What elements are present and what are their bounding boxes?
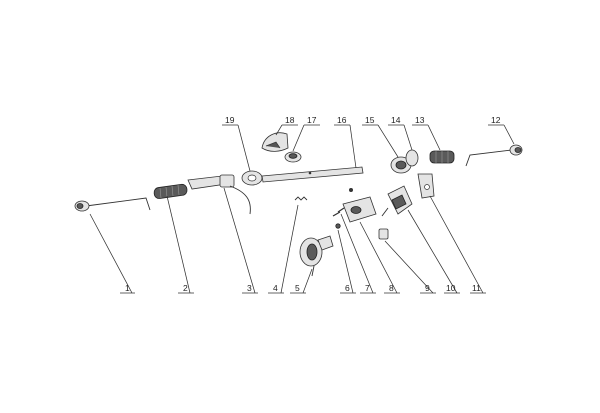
- part-18-switch-cover: [261, 132, 289, 152]
- part-4-spring: [294, 196, 308, 201]
- callout-11: 11: [472, 283, 481, 293]
- callout-2: 2: [183, 283, 188, 293]
- part-13-right-grip: [429, 150, 455, 164]
- part-19-clamp: [241, 170, 263, 186]
- callout-6: 6: [345, 283, 350, 293]
- callout-13: 13: [415, 115, 425, 125]
- part-16-handlebar-tube: [261, 166, 364, 183]
- leader-line-11: [429, 195, 486, 294]
- callout-numbers: 1 2 3 4 5 6 7 8 9 10 11 12 13 14 15 16 1…: [125, 115, 501, 293]
- part-11-bracket: [417, 173, 435, 199]
- callout-15: 15: [365, 115, 375, 125]
- leader-line-15: [362, 124, 399, 158]
- leader-line-14: [388, 124, 413, 151]
- leader-line-4: [268, 204, 299, 294]
- callout-12: 12: [491, 115, 501, 125]
- callout-16: 16: [337, 115, 347, 125]
- part-2-left-grip: [153, 183, 188, 199]
- callout-17: 17: [307, 115, 317, 125]
- callout-19: 19: [225, 115, 235, 125]
- part-1-left-bar-end-rod: [74, 197, 151, 212]
- part-7-screw: [337, 207, 345, 213]
- leader-line-17: [292, 124, 320, 152]
- callout-9: 9: [425, 283, 430, 293]
- leader-line-5: [290, 268, 313, 294]
- leader-line-9: [384, 240, 436, 294]
- leader-line-8: [359, 221, 400, 294]
- callout-7: 7: [365, 283, 370, 293]
- leader-line-16: [334, 124, 357, 169]
- part-17-ring: [284, 151, 302, 163]
- part-9-connector: [378, 228, 389, 240]
- leader-line-12: [488, 124, 515, 145]
- leader-line-19: [222, 124, 251, 172]
- part-5-switch-assembly: [299, 235, 334, 277]
- leader-line-7: [340, 213, 376, 294]
- parts-artwork: [74, 132, 523, 277]
- callout-3: 3: [247, 283, 252, 293]
- leader-lines: [89, 124, 515, 294]
- part-6-screw: [332, 211, 341, 229]
- callout-5: 5: [295, 283, 300, 293]
- leader-line-3: [223, 187, 258, 294]
- leader-line-10: [407, 209, 460, 294]
- callout-4: 4: [273, 283, 278, 293]
- part-3-brake-lever: [187, 174, 251, 215]
- callout-18: 18: [285, 115, 295, 125]
- leader-line-2: [166, 195, 194, 294]
- part-8-switch-housing: [342, 188, 377, 223]
- callout-14: 14: [391, 115, 401, 125]
- leader-line-13: [412, 124, 441, 151]
- callout-8: 8: [389, 283, 394, 293]
- part-10-throttle-block: [381, 185, 413, 217]
- leader-line-6: [337, 229, 356, 294]
- leader-line-1: [89, 213, 135, 294]
- part-12-right-bar-end-rod: [465, 144, 523, 167]
- callout-1: 1: [125, 283, 130, 293]
- callout-10: 10: [446, 283, 456, 293]
- part-14-switch-ring: [405, 149, 419, 167]
- leader-line-18: [275, 124, 298, 136]
